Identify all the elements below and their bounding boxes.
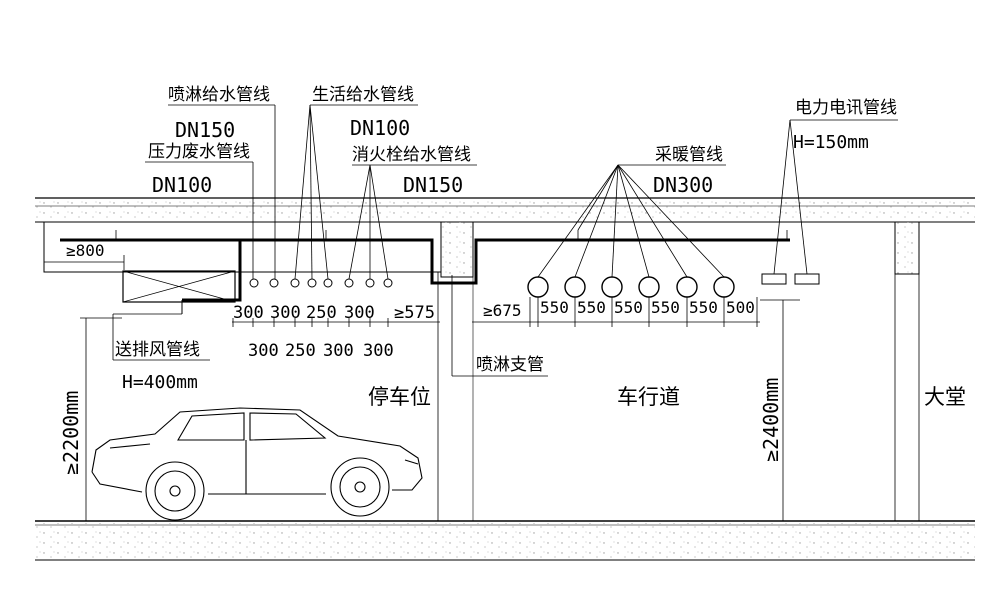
car-illustration (91, 407, 423, 521)
dimension-lower-4: 300 (363, 341, 394, 361)
lobby-zone-label: 大堂 (924, 385, 966, 409)
small-pipes (249, 278, 393, 288)
dimension-lower-2: 250 (285, 341, 316, 361)
hydrant-supply-label: 消火栓给水管线 (352, 145, 471, 165)
dimension-upper-4: 300 (344, 303, 375, 323)
dimension-upper-1: 300 (233, 303, 264, 323)
beams (43, 222, 920, 521)
dimension-lines (44, 255, 800, 521)
sprinkler-branch-label: 喷淋支管 (476, 355, 544, 375)
dimension-lower-3: 300 (323, 341, 354, 361)
pressure-waste-label: 压力废水管线 (148, 142, 250, 162)
dimension-lower-1: 300 (248, 341, 279, 361)
pressure-dn-label: DN100 (152, 173, 212, 197)
leader-lines (112, 104, 808, 377)
dimension-upper-3: 250 (306, 303, 337, 323)
heating-pipes (527, 276, 735, 298)
domestic-supply-label: 生活给水管线 (312, 85, 414, 105)
left-clearance-label: ≥2200mm (59, 391, 83, 475)
dimension-right-6: 500 (726, 298, 755, 317)
dimension-right-4: 550 (651, 298, 680, 317)
parking-zone-label: 停车位 (368, 385, 431, 409)
right-clearance-label: ≥2400mm (759, 378, 783, 462)
domestic-dn-label: DN100 (350, 116, 410, 140)
dimension-right-2: 550 (577, 298, 606, 317)
air-duct-height-label: H=400mm (122, 372, 198, 393)
power-height-label: H=150mm (793, 132, 869, 153)
air-duct-label: 送排风管线 (115, 340, 200, 360)
floor-slab (35, 520, 975, 561)
left-offset-dimension: ≥800 (66, 241, 105, 260)
heating-dn-label: DN300 (653, 173, 713, 197)
dimension-right-5: 550 (689, 298, 718, 317)
dimension-right-3: 550 (614, 298, 643, 317)
heating-label: 采暖管线 (655, 145, 723, 165)
air-duct (122, 270, 236, 303)
sprinkler-dn-label: DN150 (175, 118, 235, 142)
sprinkler-main-pipe (60, 230, 790, 314)
right-lead-dimension: ≥675 (483, 301, 522, 320)
label-underlines (113, 104, 898, 361)
dimension-upper-2: 300 (270, 303, 301, 323)
driveway-zone-label: 车行道 (617, 385, 680, 409)
ceiling-slab (35, 197, 975, 223)
sprinkler-supply-label: 喷淋给水管线 (168, 85, 270, 105)
power-telecom-label: 电力电讯管线 (795, 98, 897, 118)
hydrant-dn-label: DN150 (403, 173, 463, 197)
left-tail-dimension: ≥575 (394, 303, 435, 323)
dimension-right-1: 550 (540, 298, 569, 317)
cable-trays (761, 273, 820, 285)
